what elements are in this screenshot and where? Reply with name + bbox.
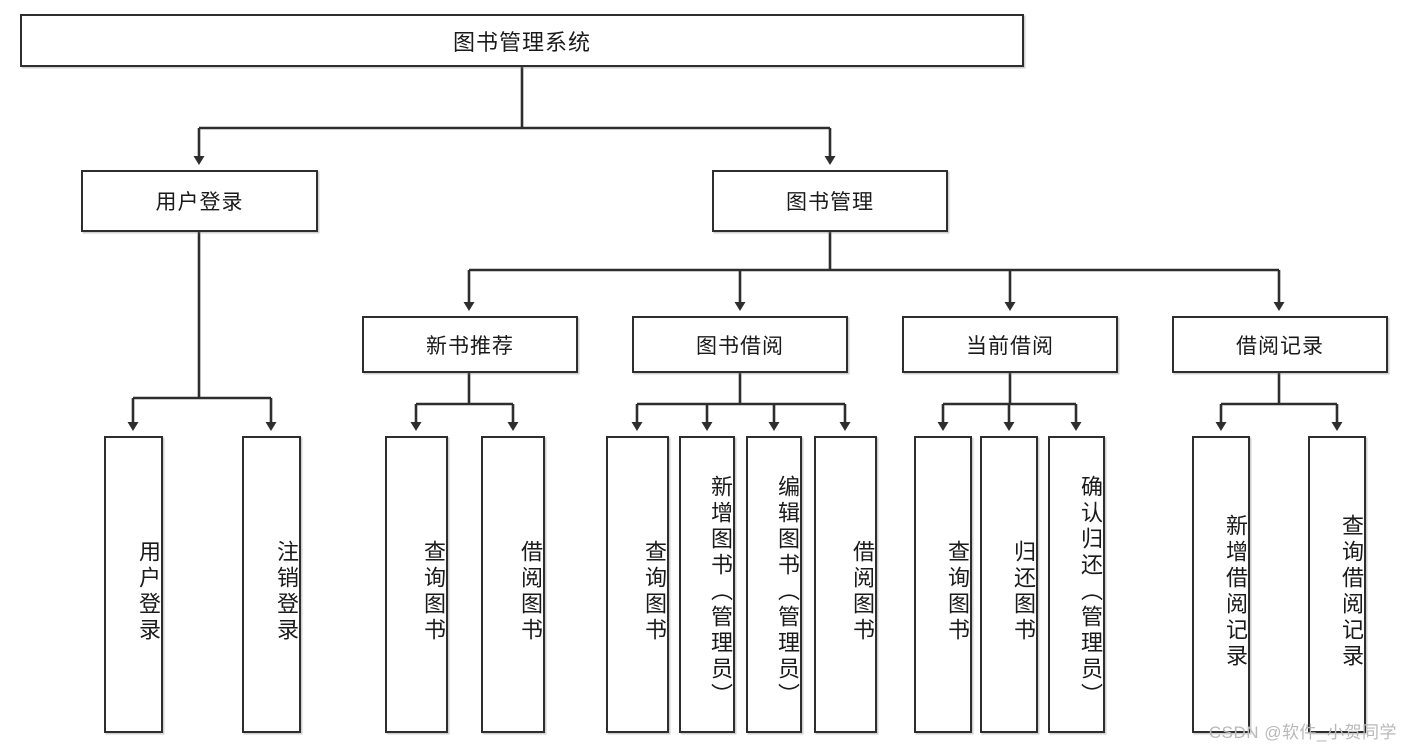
node-label: 图书管理 — [786, 191, 874, 214]
node-current-borrow[interactable]: 当前借阅 — [902, 316, 1118, 373]
node-label: 查询图书 — [421, 539, 446, 644]
node-label: 查询图书 — [945, 539, 970, 644]
node-label: 借阅图书 — [518, 539, 543, 644]
node-book-borrow[interactable]: 图书借阅 — [632, 316, 848, 373]
node-label: 新增借阅记录 — [1223, 513, 1248, 670]
node-label: 归还图书 — [1011, 539, 1036, 644]
node-label: 用户登录 — [155, 191, 244, 214]
node-book-management[interactable]: 图书管理 — [712, 170, 948, 232]
node-leaf-borrow-book-1[interactable]: 借阅图书 — [481, 436, 545, 733]
node-leaf-query-record[interactable]: 查询借阅记录 — [1308, 436, 1366, 733]
node-label: 当前借阅 — [966, 334, 1054, 358]
node-label: 新书推荐 — [426, 334, 514, 358]
node-leaf-return-book[interactable]: 归还图书 — [980, 436, 1038, 733]
node-leaf-add-book[interactable]: 新增图书（管理员） — [679, 436, 735, 733]
node-leaf-query-book-1[interactable]: 查询图书 — [385, 436, 448, 733]
node-leaf-user-login[interactable]: 用户登录 — [104, 436, 163, 733]
node-leaf-query-book-3[interactable]: 查询图书 — [914, 436, 972, 733]
node-label: 新增图书（管理员） — [708, 474, 733, 709]
node-root-book-management-system[interactable]: 图书管理系统 — [20, 14, 1024, 67]
node-leaf-user-logout[interactable]: 注销登录 — [242, 436, 301, 733]
node-leaf-confirm-return[interactable]: 确认归还（管理员） — [1048, 436, 1105, 733]
node-label: 编辑图书（管理员） — [775, 474, 800, 709]
node-leaf-borrow-book-2[interactable]: 借阅图书 — [814, 436, 877, 733]
node-label: 查询借阅记录 — [1339, 513, 1364, 670]
node-new-book-recommend[interactable]: 新书推荐 — [362, 316, 578, 373]
node-leaf-edit-book[interactable]: 编辑图书（管理员） — [746, 436, 802, 733]
node-user-login[interactable]: 用户登录 — [81, 170, 318, 232]
node-borrow-record[interactable]: 借阅记录 — [1172, 316, 1388, 373]
node-label: 借阅记录 — [1236, 334, 1324, 358]
node-leaf-add-record[interactable]: 新增借阅记录 — [1192, 436, 1250, 733]
node-label: 确认归还（管理员） — [1078, 474, 1103, 709]
node-label: 借阅图书 — [850, 539, 875, 644]
node-leaf-query-book-2[interactable]: 查询图书 — [606, 436, 669, 733]
node-label: 查询图书 — [642, 539, 667, 644]
node-label: 图书管理系统 — [452, 29, 591, 55]
node-label: 注销登录 — [274, 539, 299, 644]
node-label: 用户登录 — [136, 539, 161, 644]
watermark: CSDN @软件_小贺同学 — [1208, 723, 1397, 742]
node-label: 图书借阅 — [696, 334, 784, 358]
